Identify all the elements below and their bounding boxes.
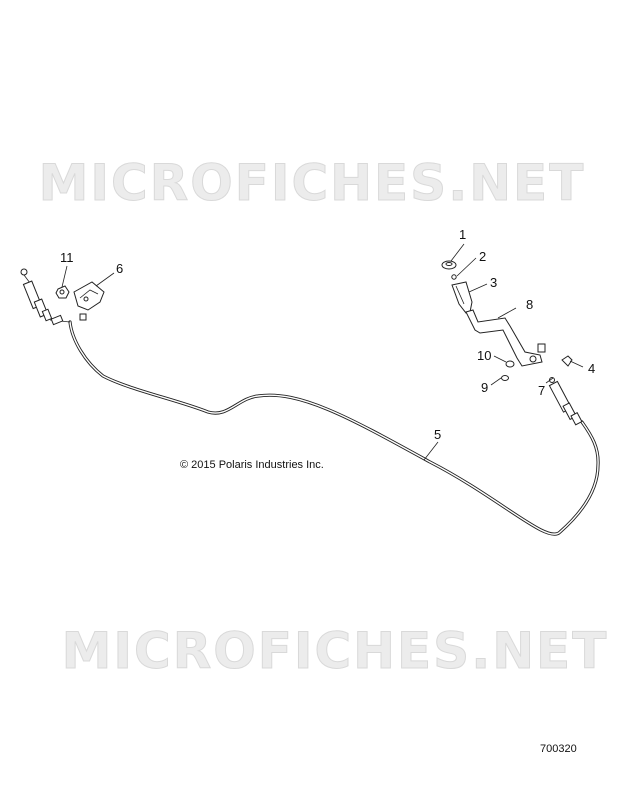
callout-8: 8: [526, 297, 533, 312]
callout-5: 5: [434, 427, 441, 442]
watermark-top: MICROFICHES.NET: [39, 154, 586, 212]
callout-6: 6: [116, 261, 123, 276]
part-3-grip: [451, 281, 473, 314]
callout-11: 11: [60, 250, 74, 265]
part-8-lever: [465, 309, 546, 367]
brake-cable: [68, 320, 600, 536]
part-7-cable-end: [548, 377, 583, 426]
part-4-bolt: [561, 355, 573, 367]
callout-1: 1: [459, 227, 466, 242]
part-9-nut: [501, 375, 509, 381]
callout-10: 10: [477, 348, 491, 363]
part-6-bracket: [73, 281, 105, 321]
copyright-notice: © 2015 Polaris Industries Inc.: [180, 459, 324, 471]
callout-9: 9: [481, 380, 488, 395]
part-2-ring: [451, 274, 457, 280]
part-11-nut: [55, 285, 70, 299]
callout-4: 4: [588, 361, 595, 376]
callout-3: 3: [490, 275, 497, 290]
drawing-number: 700320: [540, 743, 577, 755]
watermark-bottom: MICROFICHES.NET: [62, 622, 609, 680]
callout-2: 2: [479, 249, 486, 264]
left-cable-end: [20, 268, 71, 326]
part-1-cap: [441, 260, 457, 270]
part-10-washer: [505, 360, 515, 368]
callout-7: 7: [538, 383, 545, 398]
callout-leaders: [61, 243, 584, 461]
